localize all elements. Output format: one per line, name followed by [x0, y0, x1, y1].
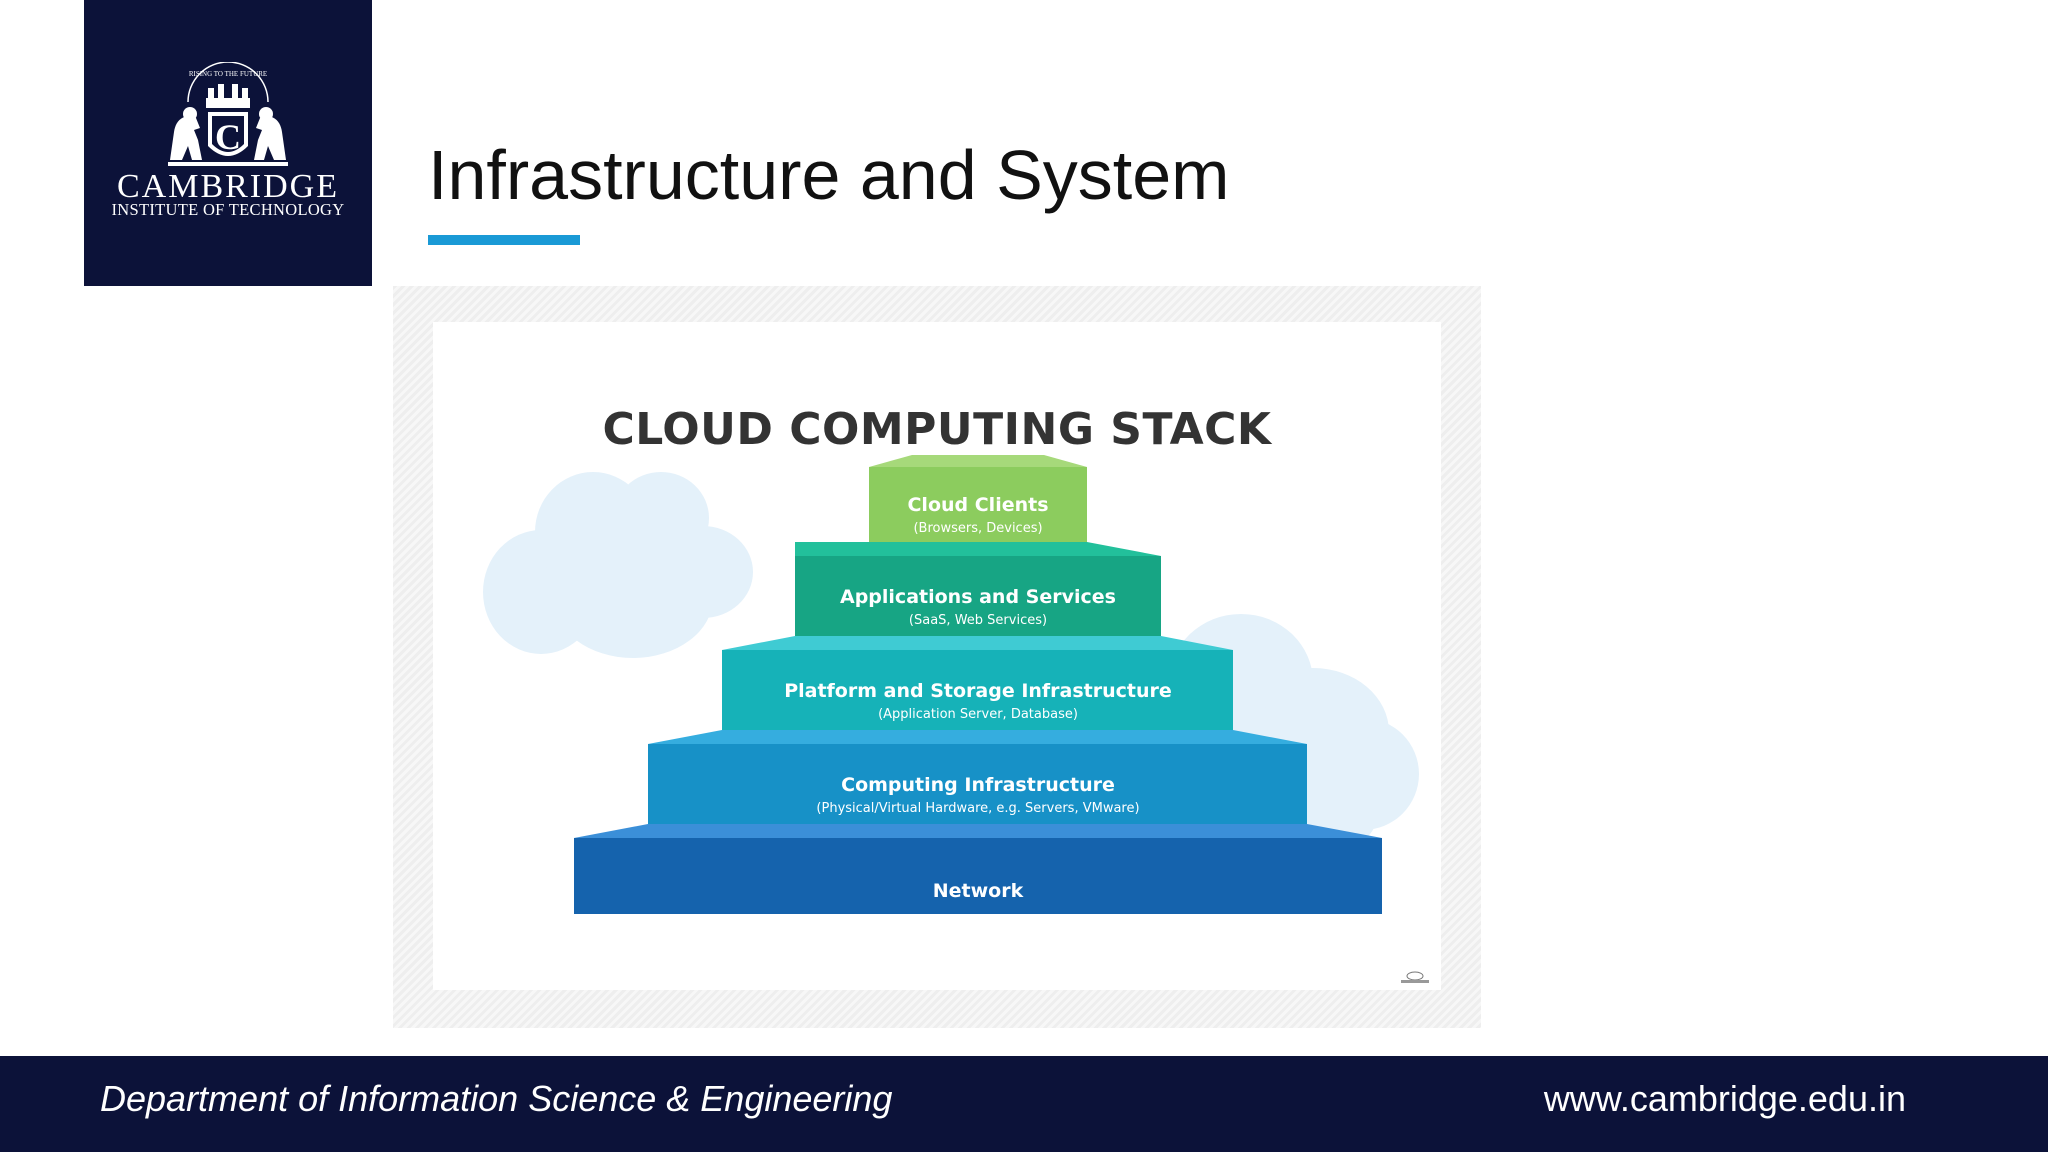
- slide-title: Infrastructure and System: [428, 136, 1230, 214]
- layer-network-title: Network: [933, 880, 1024, 902]
- layer-applications-top: [795, 542, 1161, 556]
- layer-applications-block: [795, 556, 1161, 636]
- logo-name: CAMBRIDGE: [116, 168, 340, 205]
- stack-diagram: Cloud Clients (Browsers, Devices) Applic…: [483, 455, 1429, 983]
- title-underline: [428, 235, 580, 245]
- layer-computing-block: [648, 744, 1307, 824]
- brand-mark-icon: [1401, 971, 1429, 983]
- cloud-left: [483, 472, 753, 658]
- diagram-canvas: Cloud Clients (Browsers, Devices) Applic…: [433, 322, 1441, 990]
- layer-cloud-clients-block: [869, 467, 1087, 542]
- logo-subtitle: INSTITUTE OF TECHNOLOGY: [111, 200, 345, 219]
- layer-applications-title: Applications and Services: [840, 586, 1116, 608]
- crest-icon: RISING TO THE FUTURE C: [168, 62, 288, 166]
- layer-platform-top: [722, 636, 1233, 650]
- footer-website-link[interactable]: www.cambridge.edu.in: [1543, 1078, 1906, 1119]
- institute-logo: RISING TO THE FUTURE C CAMBRIDGE INSTITU…: [84, 0, 372, 286]
- layer-computing-subtitle: (Physical/Virtual Hardware, e.g. Servers…: [816, 801, 1139, 816]
- layer-cloud-clients-top: [869, 455, 1087, 467]
- layer-applications-subtitle: (SaaS, Web Services): [909, 613, 1047, 628]
- footer-bar: [0, 1056, 2048, 1152]
- diagram-title: CLOUD COMPUTING STACK: [602, 404, 1272, 455]
- layer-cloud-clients-title: Cloud Clients: [907, 494, 1048, 516]
- layer-platform-block: [722, 650, 1233, 730]
- footer-department: Department of Information Science & Engi…: [100, 1078, 893, 1119]
- svg-text:RISING TO THE FUTURE: RISING TO THE FUTURE: [189, 70, 267, 78]
- layer-platform-subtitle: (Application Server, Database): [878, 707, 1078, 722]
- layer-computing-top: [648, 730, 1307, 744]
- layer-cloud-clients-subtitle: (Browsers, Devices): [913, 521, 1042, 536]
- diagram-image: Cloud Clients (Browsers, Devices) Applic…: [393, 286, 1481, 1028]
- layer-network-block: [574, 838, 1382, 914]
- layer-computing-title: Computing Infrastructure: [841, 774, 1115, 796]
- svg-text:C: C: [215, 117, 241, 157]
- layer-network-top: [574, 824, 1382, 838]
- layer-platform-title: Platform and Storage Infrastructure: [784, 680, 1172, 702]
